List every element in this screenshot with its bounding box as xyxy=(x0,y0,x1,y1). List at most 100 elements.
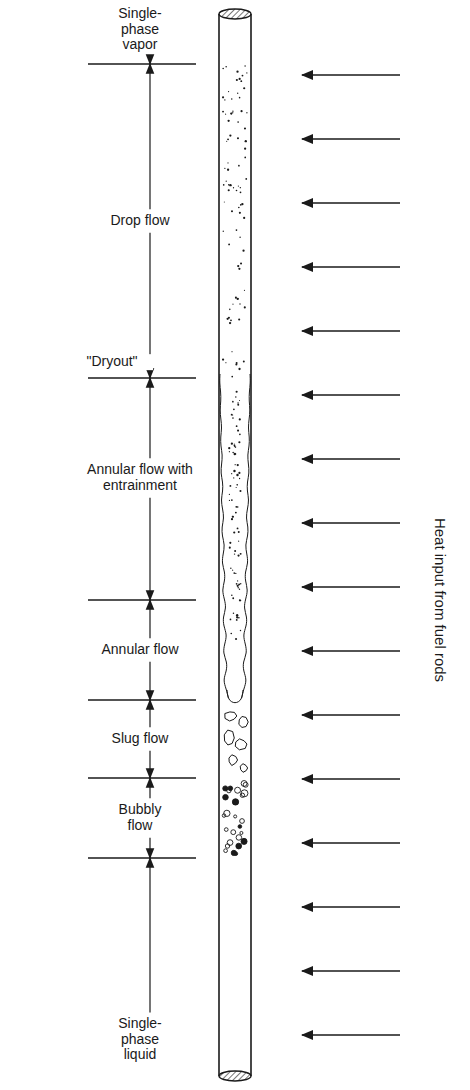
droplet xyxy=(237,402,239,404)
droplet xyxy=(241,203,243,205)
bubble xyxy=(235,787,241,793)
droplet xyxy=(244,290,245,291)
droplet xyxy=(240,80,242,82)
droplet xyxy=(227,162,228,163)
droplet xyxy=(222,96,224,98)
vapor-core-end xyxy=(227,690,243,703)
heat-input-label: Heat input from fuel rods xyxy=(432,517,449,683)
droplet xyxy=(230,633,232,635)
droplet xyxy=(239,97,241,99)
droplet xyxy=(228,189,230,191)
heat-arrow xyxy=(302,970,400,971)
droplet xyxy=(239,478,240,479)
dryout-label: "Dryout" xyxy=(71,354,153,370)
heat-arrow xyxy=(302,778,400,779)
droplet xyxy=(238,268,240,270)
region-label: Drop flow xyxy=(104,213,176,229)
bubble xyxy=(227,840,233,846)
droplet xyxy=(233,572,235,574)
bubble xyxy=(222,814,225,817)
droplet xyxy=(232,414,233,415)
bubble xyxy=(241,838,247,844)
droplet xyxy=(229,309,231,311)
droplet xyxy=(246,72,247,73)
droplet xyxy=(245,178,247,180)
droplet xyxy=(233,612,234,613)
dimension-arrow xyxy=(149,58,150,64)
droplet xyxy=(227,138,229,140)
droplet xyxy=(236,362,238,364)
heat-arrow xyxy=(302,394,400,395)
droplet xyxy=(237,137,239,139)
bubble xyxy=(236,843,242,849)
droplet xyxy=(232,516,234,518)
droplet xyxy=(233,531,235,533)
droplet xyxy=(232,401,234,403)
droplet xyxy=(238,207,240,209)
droplet xyxy=(235,453,237,455)
droplet xyxy=(236,616,237,617)
droplet xyxy=(228,244,230,246)
droplet xyxy=(240,187,241,188)
slug-bubble xyxy=(239,716,248,727)
droplet xyxy=(231,595,233,597)
droplet xyxy=(237,527,239,529)
droplet xyxy=(238,319,240,321)
bubble xyxy=(234,852,238,856)
droplet xyxy=(238,368,240,370)
tube-end xyxy=(219,1071,251,1081)
droplet xyxy=(234,453,236,455)
region-divider xyxy=(88,64,196,858)
droplet xyxy=(236,474,238,476)
droplet xyxy=(229,134,231,136)
bubble xyxy=(224,828,228,832)
droplet xyxy=(239,418,241,420)
droplet xyxy=(239,237,240,238)
droplet xyxy=(228,317,230,319)
region-label: Annular flow with entrainment xyxy=(83,462,197,493)
droplet xyxy=(237,580,238,581)
droplet xyxy=(237,93,238,94)
droplet xyxy=(236,71,238,73)
droplet xyxy=(235,396,236,397)
bubble xyxy=(238,825,242,829)
region-label: Annular flow xyxy=(99,642,181,658)
droplet xyxy=(234,553,235,554)
droplet xyxy=(236,425,238,427)
bubble xyxy=(236,835,242,841)
heat-arrow xyxy=(302,458,400,459)
droplet xyxy=(231,518,233,520)
droplet xyxy=(246,112,247,113)
droplet xyxy=(243,217,245,219)
droplet xyxy=(230,619,232,621)
droplet xyxy=(244,148,246,150)
droplet xyxy=(237,298,239,300)
droplet xyxy=(238,617,240,619)
bubble xyxy=(224,849,228,853)
droplet xyxy=(232,570,233,571)
droplet xyxy=(237,430,239,432)
droplet xyxy=(236,484,238,486)
droplet xyxy=(229,547,231,549)
droplet xyxy=(236,229,238,231)
droplet xyxy=(237,404,239,406)
slug-bubble xyxy=(225,712,237,721)
droplet xyxy=(240,110,242,112)
droplet xyxy=(231,499,233,501)
droplet xyxy=(226,181,227,182)
droplet xyxy=(230,319,232,321)
heat-arrow xyxy=(302,522,400,523)
droplet xyxy=(234,445,236,447)
droplet xyxy=(243,360,245,362)
droplet xyxy=(236,583,238,585)
droplet xyxy=(234,444,235,445)
droplet xyxy=(222,358,224,360)
heat-arrow xyxy=(302,650,400,651)
droplet xyxy=(239,303,240,304)
dimension-arrow xyxy=(149,378,150,458)
droplet xyxy=(231,443,233,445)
droplet xyxy=(229,494,230,495)
droplet xyxy=(239,212,241,214)
droplet xyxy=(223,184,225,186)
droplet xyxy=(229,451,230,452)
